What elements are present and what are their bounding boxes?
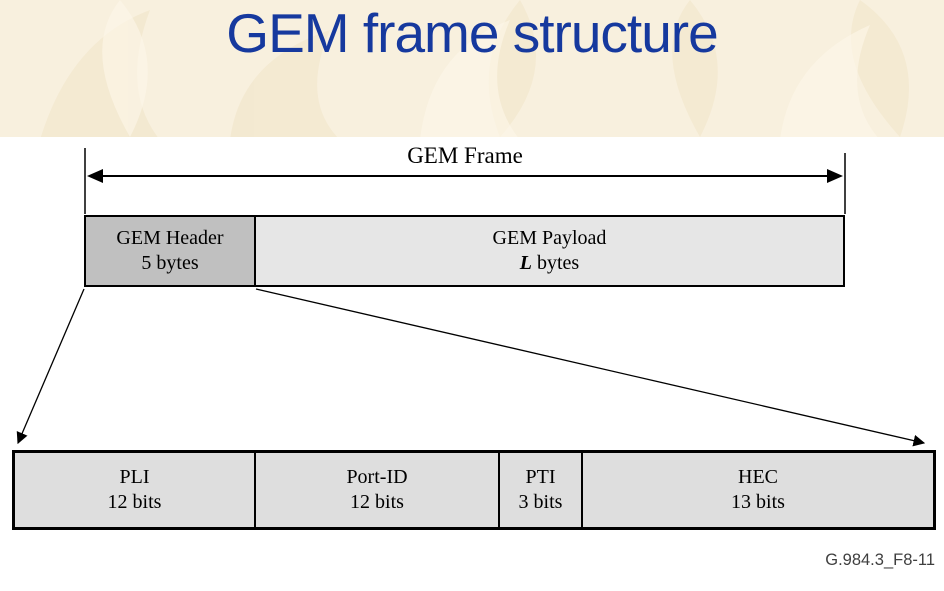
page-title: GEM frame structure [226,2,718,64]
field-pli-cell: PLI 12 bits [15,453,256,527]
field-pti-label: PTI [525,466,556,488]
watermark-pattern-icon [40,0,909,137]
field-portid-label: Port-ID [346,466,408,488]
gem-frame-span-label: GEM Frame [407,143,523,168]
gem-payload-name: GEM Payload [492,227,607,249]
gem-payload-cell: GEM Payload L bytes [256,217,843,285]
gem-payload-size: L bytes [520,251,579,276]
payload-length-variable: L [519,252,532,274]
field-hec-label: HEC [738,466,778,488]
gem-header-fields-box: PLI 12 bits Port-ID 12 bits PTI 3 bits H… [12,450,936,530]
gem-header-name: GEM Header [116,227,224,249]
field-pti-cell: PTI 3 bits [500,453,583,527]
gem-frame-box: GEM Header 5 bytes GEM Payload L bytes [84,215,845,287]
header-expand-arrow-left [16,288,85,445]
header-expand-arrow-right [255,288,926,447]
field-pti-size: 3 bits [518,491,563,513]
field-hec-cell: HEC 13 bits [583,453,933,527]
field-portid-cell: Port-ID 12 bits [256,453,500,527]
gem-header-cell: GEM Header 5 bytes [86,217,256,285]
field-pli-label: PLI [119,466,150,488]
field-pli-size: 12 bits [107,491,162,513]
arrowhead-right-icon [827,169,843,183]
payload-size-unit: bytes [532,252,580,274]
title-banner [0,0,944,137]
field-hec-size: 13 bits [731,491,785,513]
arrowhead-left-icon [87,169,103,183]
gem-header-size: 5 bytes [141,252,199,274]
figure-id-label: G.984.3_F8-11 [825,551,935,569]
field-portid-size: 12 bits [350,491,404,513]
